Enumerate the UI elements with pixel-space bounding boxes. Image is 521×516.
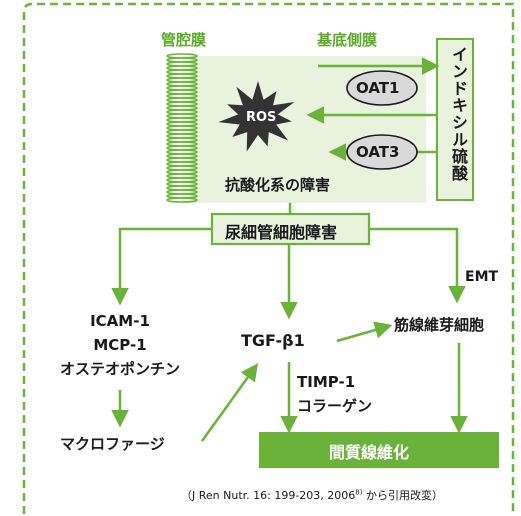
branch-left (111, 227, 212, 306)
arrow-tgf-to-myofibroblast (336, 321, 393, 343)
ros-label: ROS (246, 110, 277, 125)
macrophage-label: マクロファージ (60, 435, 165, 453)
indoxyl-sulfate-label: インドキシル硫酸 (449, 46, 468, 182)
membrane-coil (166, 53, 198, 203)
dashed-border (22, 2, 515, 514)
indoxyl-sulfate-box (436, 38, 474, 201)
timp1-label: TIMP-1 (297, 373, 356, 391)
icam1-label: ICAM-1 (90, 312, 150, 330)
timp-block: TIMP-1 コラーゲン (297, 370, 372, 418)
oat1-oval (346, 70, 418, 106)
oat3-label: OAT3 (356, 143, 400, 161)
citation-ref: 8) (355, 488, 363, 497)
citation: （J Ren Nutr. 16: 199-203, 20068) から引用改変） (181, 487, 443, 503)
citation-main: （J Ren Nutr. 16: 199-203, 2006 (181, 489, 356, 502)
collagen-label: コラーゲン (297, 397, 373, 415)
tgf-beta1-label: TGF-β1 (241, 331, 305, 350)
tubular-injury-label: 尿細管細胞障害 (225, 223, 338, 242)
emt-label: EMT (465, 269, 499, 285)
branch-right (369, 227, 466, 304)
arrow-macrophage-to-tgf (200, 363, 259, 442)
tubular-injury-box (210, 212, 371, 246)
luminal-membrane-label: 管腔膜 (161, 31, 207, 49)
left-column-block: ICAM-1 MCP-1 オステオポンチン (40, 309, 200, 381)
antioxidant-disorder-label: 抗酸化系の障害 (225, 176, 331, 194)
oat1-label: OAT1 (356, 79, 400, 97)
basolateral-membrane-label: 基底側膜 (317, 31, 378, 49)
myofibroblast-label: 筋線維芽細胞 (394, 316, 485, 334)
fibrosis-label: 間質線維化 (329, 443, 410, 462)
ros-star (218, 81, 295, 152)
oat3-oval (346, 134, 418, 170)
osteopontin-label: オステオポンチン (59, 360, 180, 378)
citation-tail: から引用改変） (365, 489, 443, 502)
membrane-coil-ring (166, 197, 198, 203)
mcp1-label: MCP-1 (93, 336, 147, 354)
fibrosis-box (259, 432, 499, 468)
